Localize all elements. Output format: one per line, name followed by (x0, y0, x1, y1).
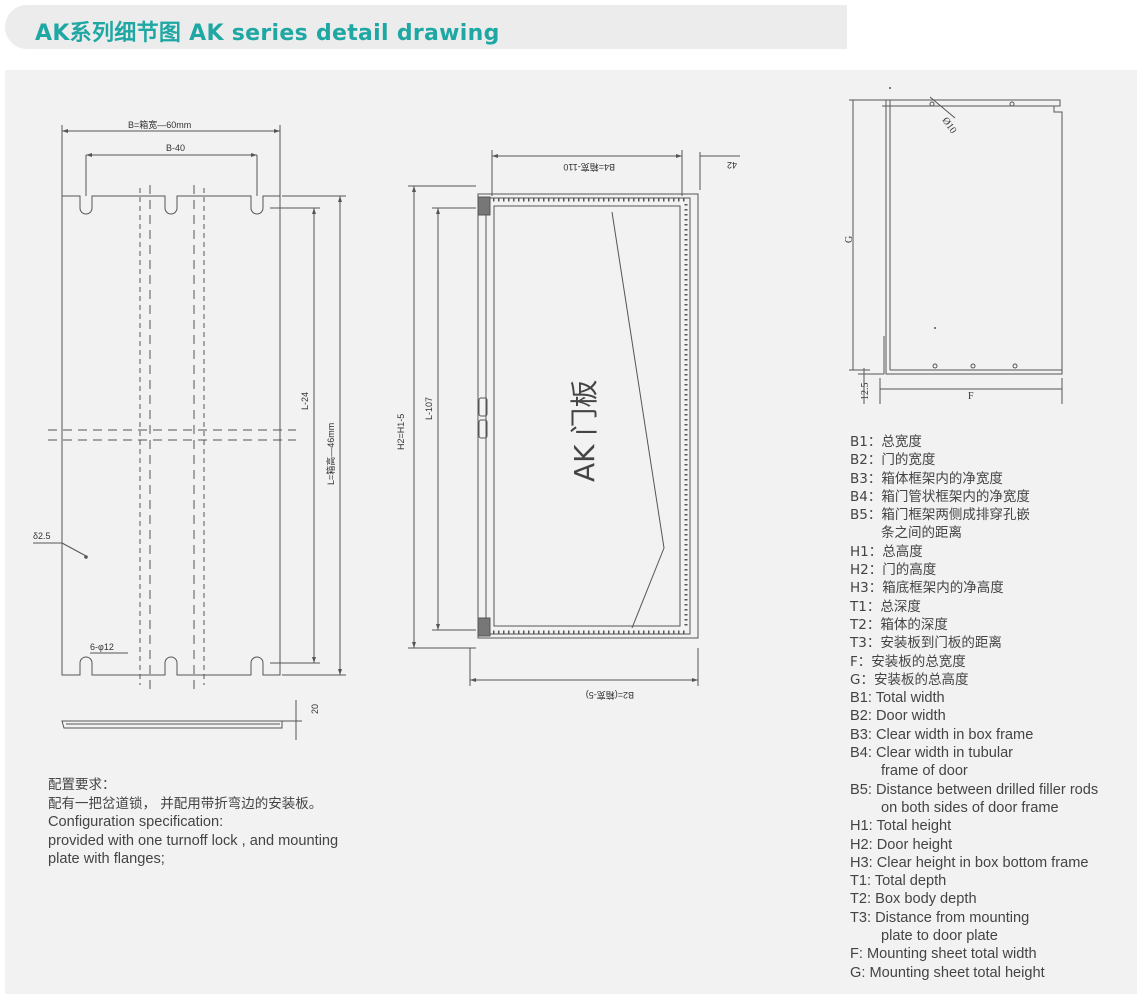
dim-right-inner: L-24 (300, 392, 310, 410)
legend-item: plate to door plate (881, 928, 998, 945)
thickness-label: δ2.5 (33, 531, 51, 541)
door-dim-left-inner: L-107 (424, 397, 434, 420)
dim-top-outer: B=箱宽—60mm (128, 119, 191, 130)
door-dim-top: B4=箱宽-110 (563, 162, 615, 173)
legend-item: B2：门的宽度 (850, 452, 936, 469)
flange-height: 20 (310, 704, 320, 714)
legend-item: H3：箱底框架内的净高度 (850, 580, 1004, 597)
door-dim-left-outer: H2=H1-5 (396, 414, 406, 450)
legend-item: H2：门的高度 (850, 562, 937, 579)
legend-item: B5: Distance between drilled filler rods (850, 781, 1099, 798)
legend-item: F：安装板的总宽度 (850, 653, 966, 670)
legend-item: B4: Clear width in tubular (850, 745, 1014, 762)
holes-label: 6-φ12 (90, 642, 114, 652)
mounting-sheet-drawing: G Ø10 12.5 F (844, 87, 1063, 404)
config-body-cn: 配有一把岔道锁， 并配用带折弯边的安装板。 (48, 795, 323, 812)
header-bar: AK系列细节图 AK series detail drawing (5, 5, 847, 49)
legend-item: B1：总宽度 (850, 434, 922, 450)
legend-item: B3: Clear width in box frame (850, 726, 1034, 743)
dim-right-outer: L=箱高—46mm (325, 423, 336, 485)
legend-item: G: Mounting sheet total height (850, 964, 1045, 981)
hole-dia: Ø10 (940, 115, 959, 135)
dim-12-5: 12.5 (860, 383, 871, 401)
config-title-en: Configuration specification: (48, 814, 224, 830)
mounting-plate-drawing: B=箱宽—60mm B-40 L-24 L=箱高—46m (33, 119, 346, 740)
legend-item: B2: Door width (850, 708, 946, 725)
legend-item: T1: Total depth (850, 873, 947, 890)
door-plate-drawing: B4=箱宽-110 42 H2=H1-5 L-107 AK 门板 (396, 150, 740, 701)
legend-item: B4：箱门管状框架内的净宽度 (850, 488, 1030, 505)
legend-item: B5：箱门框架两侧成排穿孔嵌 (850, 507, 1030, 524)
legend-item: T2: Box body depth (850, 891, 977, 908)
door-dim-top-right: 42 (727, 160, 737, 170)
legend-item: on both sides of door frame (881, 799, 1059, 816)
legend-item: T2：箱体的深度 (850, 616, 948, 633)
legend-item: H2: Door height (850, 836, 953, 853)
config-body-en-1: provided with one turnoff lock , and mou… (48, 832, 339, 849)
door-center-label: AK 门板 (568, 380, 601, 482)
dim-g: G (844, 236, 855, 243)
legend-item: B1: Total width (850, 690, 945, 707)
config-title-cn: 配置要求： (48, 777, 116, 793)
door-dim-bottom: B2=(箱宽-5) (586, 690, 634, 701)
legend-item: H3: Clear height in box bottom frame (850, 854, 1089, 871)
config-spec: 配置要求： 配有一把岔道锁， 并配用带折弯边的安装板。 Configuratio… (48, 776, 338, 869)
legend-item: H1：总高度 (850, 543, 923, 560)
dim-f: F (968, 391, 974, 402)
legend-item: T1：总深度 (850, 598, 921, 615)
legend-item: frame of door (881, 763, 968, 780)
legend-item: T3: Distance from mounting (850, 909, 1030, 926)
legend-item: T3：安装板到门板的距离 (850, 635, 1002, 652)
legend-item: 条之间的距离 (881, 525, 962, 542)
dim-top-inner: B-40 (166, 143, 185, 153)
legend-item: B3：箱体框架内的净宽度 (850, 470, 1003, 487)
legend-item: G：安装板的总高度 (850, 671, 969, 688)
config-body-en-2: plate with flanges; (48, 851, 165, 867)
legend-item: H1: Total height (850, 818, 952, 835)
legend-item: F: Mounting sheet total width (850, 946, 1037, 963)
page-title: AK系列细节图 AK series detail drawing (35, 21, 500, 46)
